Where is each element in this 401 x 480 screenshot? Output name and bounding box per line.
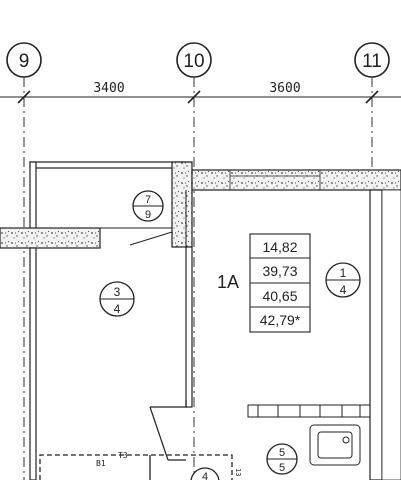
room-marker-bath-top: 4 (202, 471, 208, 480)
room-marker-left-room: 3 4 (99, 281, 135, 317)
area-table (249, 233, 311, 333)
kitchen-counter (247, 404, 371, 480)
room-marker-bath: 4 (190, 467, 220, 480)
label-t3: T3 (118, 451, 128, 460)
label-side: 13 (234, 468, 242, 476)
sink-icon (309, 424, 361, 466)
room-marker-right-room-bottom: 4 (340, 283, 347, 297)
area-value-3: 40,65 (262, 288, 297, 304)
walls (0, 161, 401, 480)
room-marker-kitchen-top: 5 (279, 447, 285, 459)
room-marker-left-room-top: 3 (114, 285, 121, 299)
axis-10: 10 (176, 42, 212, 78)
dimension-3400: 3400 (93, 81, 124, 96)
apartment-code: 1A (217, 272, 239, 292)
room-marker-loggia-top: 7 (145, 194, 151, 206)
room-marker-loggia-bottom: 9 (145, 209, 151, 221)
room-marker-loggia: 7 9 (132, 190, 164, 222)
axis-lines (23, 77, 373, 480)
door-opening (149, 400, 187, 461)
axis-9-label: 9 (19, 51, 30, 72)
axis-9: 9 (6, 42, 42, 78)
label-b1: B1 (96, 459, 106, 468)
dimension-3600: 3600 (269, 81, 300, 96)
loggia-frame (129, 190, 187, 247)
room-marker-left-room-bottom: 4 (114, 302, 121, 316)
area-value-2: 39,73 (262, 263, 297, 279)
axis-11-label: 11 (362, 51, 382, 72)
axis-10-label: 10 (183, 51, 204, 72)
room-marker-kitchen: 5 5 (266, 443, 298, 475)
dimension-line (0, 90, 401, 104)
area-value-4: 42,79* (260, 312, 301, 328)
bathroom-outline (39, 454, 233, 480)
room-marker-right-room: 1 4 (325, 262, 361, 298)
axis-11: 11 (354, 42, 390, 78)
room-marker-right-room-top: 1 (340, 266, 347, 280)
room-marker-kitchen-bottom: 5 (279, 462, 285, 474)
area-value-1: 14,82 (262, 239, 297, 255)
